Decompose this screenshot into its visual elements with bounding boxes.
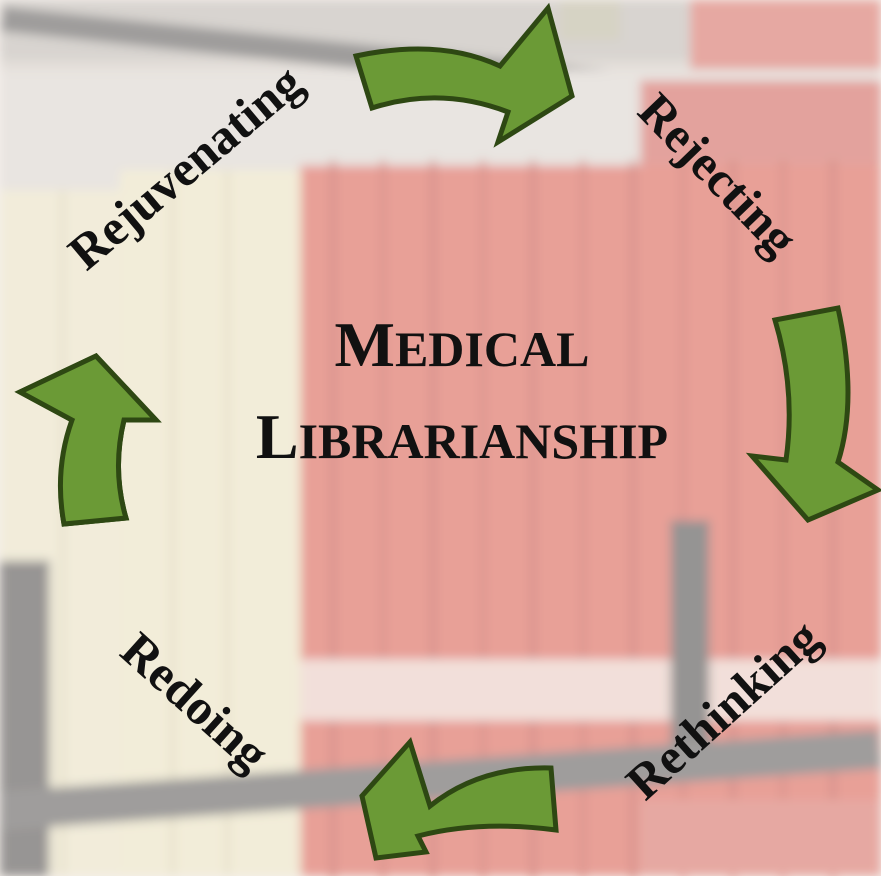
title-line-2-initial: L	[256, 401, 299, 472]
arrow-right-down-icon	[745, 305, 881, 524]
arrow-bottom-left-icon	[359, 737, 559, 861]
arrow-top-right-icon	[352, 2, 575, 148]
title-line-1: MEDICAL	[335, 309, 590, 380]
title-line-2: LIBRARIANSHIP	[256, 401, 668, 472]
arrow-left-up-icon	[14, 352, 162, 527]
title-line-1-initial: M	[335, 309, 395, 380]
title-line-1-rest: EDICAL	[395, 321, 589, 377]
title-line-2-rest: IBRARIANSHIP	[299, 413, 669, 469]
